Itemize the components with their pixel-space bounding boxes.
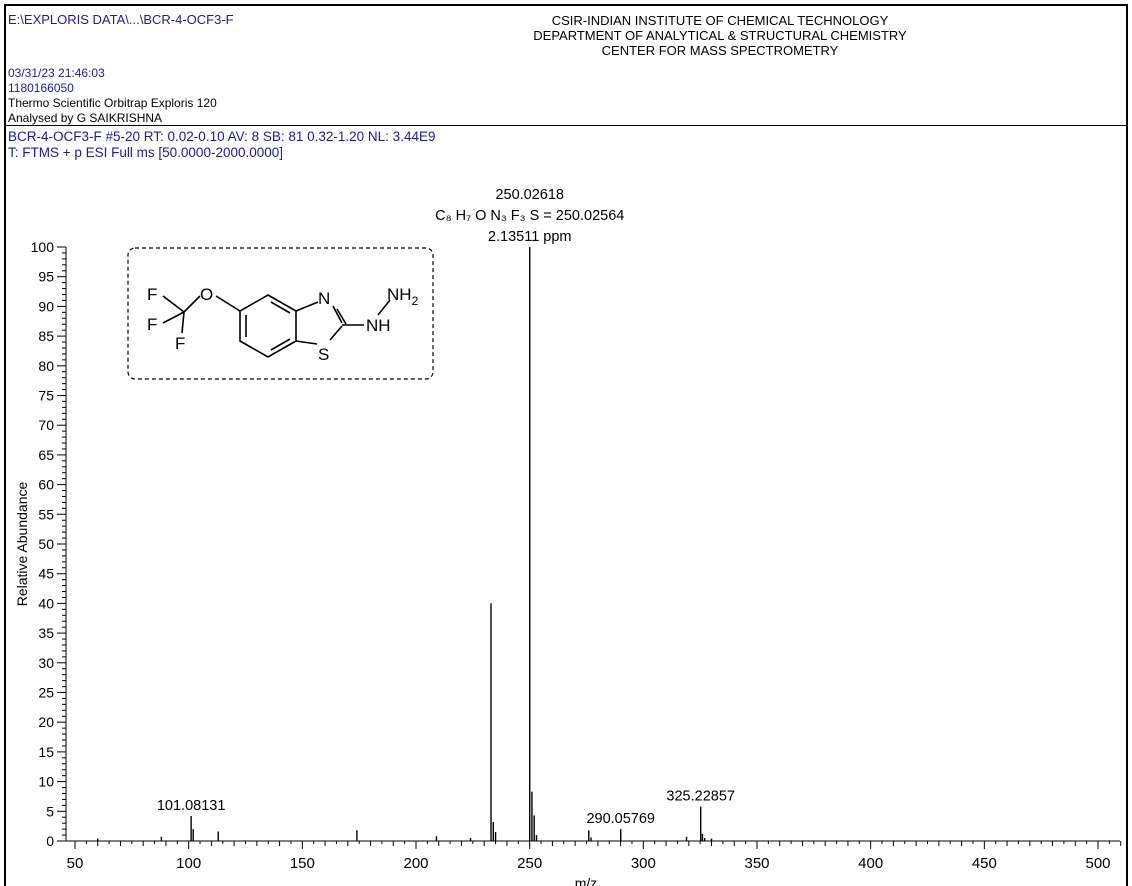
department-name: DEPARTMENT OF ANALYTICAL & STRUCTURAL CH… <box>533 28 907 43</box>
y-tick-label: 65 <box>38 447 54 463</box>
x-axis-title: m/z <box>575 875 598 886</box>
y-tick-label: 30 <box>38 655 54 671</box>
x-tick-label: 150 <box>290 855 315 872</box>
peak-label: 2.13511 ppm <box>488 229 572 245</box>
chart-axes: 0 5 10 15 20 25 30 35 40 45 50 55 60 65 70 75 80 85 90 95 10… <box>14 239 1122 886</box>
atom-nitrogen: N <box>318 289 330 308</box>
structure-dashed-box <box>127 247 434 380</box>
atom-imine-nh: NH <box>366 316 391 335</box>
y-tick-label: 0 <box>46 833 54 849</box>
x-tick-label: 100 <box>176 855 201 872</box>
peak-label: 250.02618 <box>495 187 564 203</box>
y-axis-title: Relative Abundance <box>14 482 30 607</box>
atom-fluorine-3: F <box>175 334 185 353</box>
x-tick-label: 250 <box>517 855 542 872</box>
peak-label: 290.05769 <box>586 811 655 827</box>
instrument-name: Thermo Scientific Orbitrap Exploris 120 <box>8 96 217 110</box>
y-tick-label: 10 <box>38 774 54 790</box>
scan-info: BCR-4-OCF3-F #5-20 RT: 0.02-0.10 AV: 8 S… <box>8 129 436 144</box>
scan-filter: T: FTMS + p ESI Full ms [50.0000-2000.00… <box>8 145 284 160</box>
y-tick-label: 15 <box>38 744 54 760</box>
y-tick-label: 70 <box>38 417 54 433</box>
peak-label: 325.22857 <box>666 789 735 805</box>
y-tick-label: 50 <box>38 536 54 552</box>
institute-name: CSIR-INDIAN INSTITUTE OF CHEMICAL TECHNO… <box>551 13 889 28</box>
x-tick-label: 350 <box>744 855 769 872</box>
y-tick-label: 35 <box>38 625 54 641</box>
y-tick-label: 40 <box>38 595 54 611</box>
peak-label: 101.08131 <box>157 798 226 814</box>
x-tick-label: 400 <box>858 855 883 872</box>
y-tick-label: 20 <box>38 714 54 730</box>
y-tick-label: 75 <box>38 388 54 404</box>
header-divider <box>6 125 1126 126</box>
y-tick-label: 100 <box>31 239 55 255</box>
atom-fluorine-2: F <box>147 315 157 334</box>
acquisition-datetime: 03/31/23 21:46:03 <box>8 66 105 80</box>
x-tick-label: 500 <box>1085 855 1110 872</box>
y-tick-label: 90 <box>38 298 54 314</box>
y-tick-label: 25 <box>38 685 54 701</box>
file-path: E:\EXPLORIS DATA\...\BCR-4-OCF3-F <box>8 12 234 27</box>
atom-amine-nh: NH2 <box>387 285 419 308</box>
y-tick-label: 85 <box>38 328 54 344</box>
structure-inset: F F F O N S NH2 NH <box>127 247 434 380</box>
y-tick-label: 80 <box>38 358 54 374</box>
analyst-name: Analysed by G SAIKRISHNA <box>8 111 163 125</box>
structure-bonds <box>162 294 391 358</box>
x-tick-label: 200 <box>403 855 428 872</box>
x-tick-label: 50 <box>67 855 84 872</box>
peak-label: C₈ H₇ O N₃ F₃ S = 250.02564 <box>435 208 624 224</box>
atom-sulfur: S <box>318 345 329 364</box>
atom-fluorine-1: F <box>147 285 157 304</box>
x-tick-label: 300 <box>631 855 656 872</box>
report-frame <box>4 4 1128 886</box>
x-tick-label: 450 <box>972 855 997 872</box>
y-tick-label: 95 <box>38 269 54 285</box>
chart-peak-labels: 101.08131 250.02618 C₈ H₇ O N₃ F₃ S = 250.… <box>157 187 735 827</box>
atom-oxygen: O <box>200 285 213 304</box>
y-tick-label: 55 <box>38 506 54 522</box>
y-tick-label: 5 <box>46 803 54 819</box>
chart-peaks <box>97 247 713 841</box>
y-tick-label: 60 <box>38 477 54 493</box>
sample-id: 1180166050 <box>8 81 74 95</box>
y-tick-label: 45 <box>38 566 54 582</box>
center-name: CENTER FOR MASS SPECTROMETRY <box>601 43 839 58</box>
